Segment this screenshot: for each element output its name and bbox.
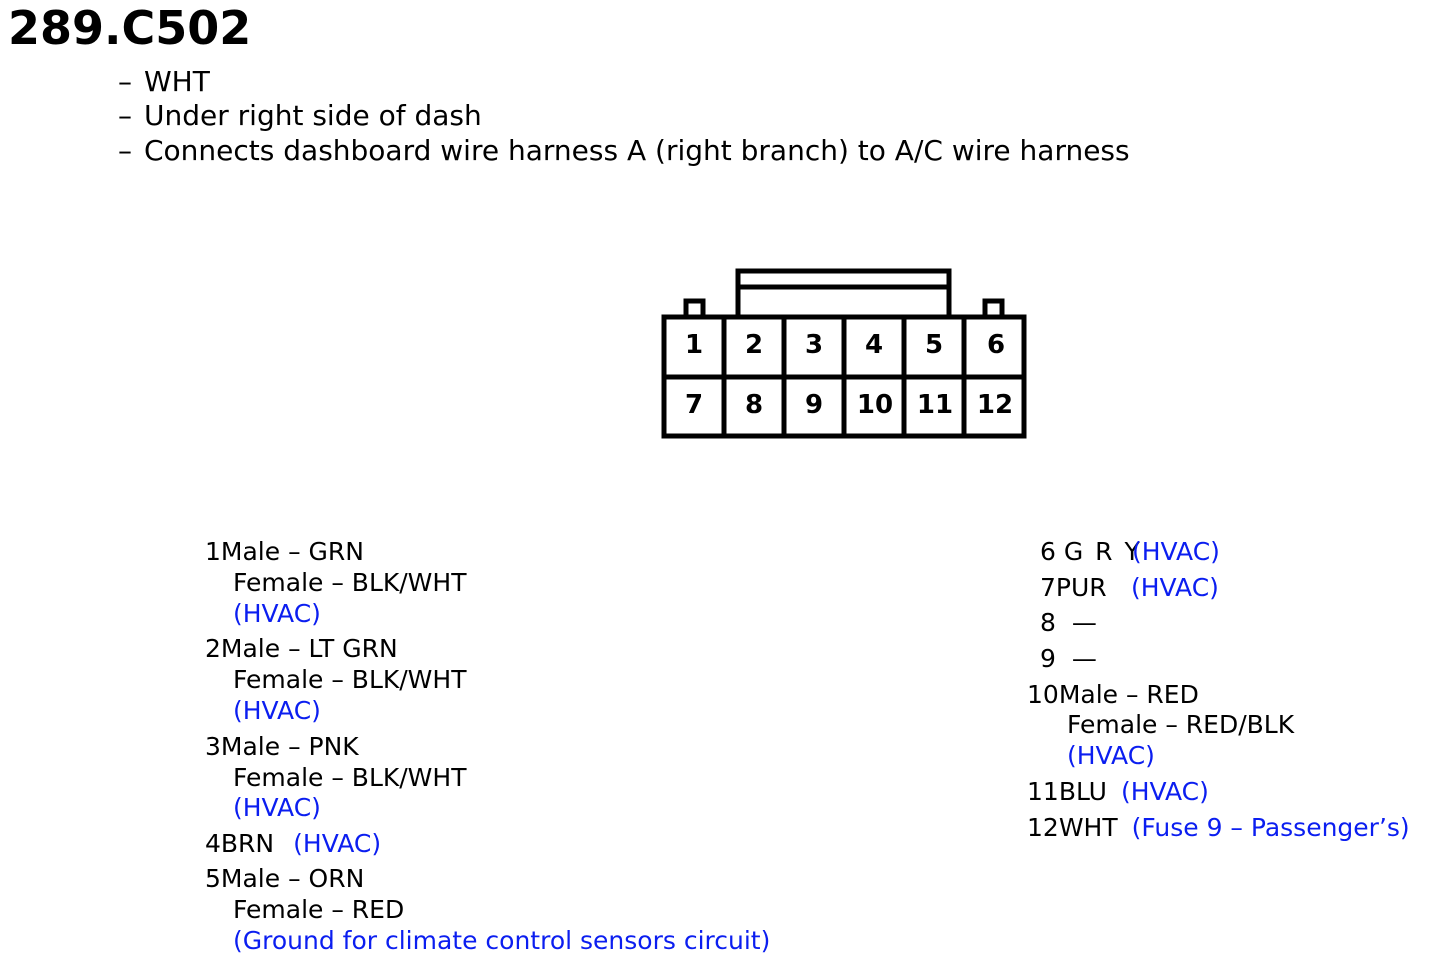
pin-3-line2: Female – BLK/WHT [233, 763, 467, 792]
pin-1-line1: 1Male – GRN [205, 537, 364, 566]
connector-title: 289.C502 [8, 1, 252, 55]
pin-6-line1: 6 G R Y [1040, 537, 1142, 566]
pin-2-line2: Female – BLK/WHT [233, 665, 467, 694]
pin-label-12: 12 [977, 390, 1013, 420]
pin-2-note: (HVAC) [233, 696, 321, 725]
pin-5-line1: 5Male – ORN [205, 864, 365, 893]
pin-4-line1: 4BRN(HVAC) [205, 829, 382, 858]
pin-2-line1: 2Male – LT GRN [205, 634, 398, 663]
pin-7-line1: 7PUR [1040, 573, 1107, 602]
pin-label-1: 1 [685, 330, 703, 360]
pin-label-3: 3 [805, 330, 823, 360]
pin-3-line1: 3Male – PNK [205, 732, 359, 761]
pin-12-line1: 12WHT(Fuse 9 – Passenger’s) [1027, 813, 1410, 842]
pin-5-line2: Female – RED [233, 895, 405, 924]
pin-7-note: (HVAC) [1131, 573, 1219, 602]
connector-latch [735, 268, 952, 320]
pin-10-note: (HVAC) [1067, 741, 1155, 770]
pin-label-11: 11 [917, 390, 953, 420]
pin-label-9: 9 [805, 390, 823, 420]
pin-label-4: 4 [865, 330, 883, 360]
pin-label-7: 7 [685, 390, 703, 420]
pin-label-10: 10 [857, 390, 893, 420]
pin-label-2: 2 [745, 330, 763, 360]
connector-left-ear [683, 298, 706, 317]
pin-label-6: 6 [987, 330, 1005, 360]
pin-1-line2: Female – BLK/WHT [233, 568, 467, 597]
description-line-color: –WHT [118, 65, 210, 98]
pin-9-line1: 9— [1040, 644, 1097, 673]
description-line-location: –Under right side of dash [118, 99, 482, 132]
pin-1-note: (HVAC) [233, 599, 321, 628]
pin-label-5: 5 [925, 330, 943, 360]
pin-label-8: 8 [745, 390, 763, 420]
pin-6-note: (HVAC) [1132, 537, 1220, 566]
connector-right-ear [982, 298, 1005, 317]
pin-5-note: (Ground for climate control sensors circ… [233, 926, 771, 955]
pin-10-line1: 10Male – RED [1027, 680, 1199, 709]
pin-10-line2: Female – RED/BLK [1067, 710, 1295, 739]
pin-11-line1: 11BLU(HVAC) [1027, 777, 1209, 806]
description-line-connects: –Connects dashboard wire harness A (righ… [118, 134, 1130, 167]
pin-3-note: (HVAC) [233, 793, 321, 822]
pin-8-line1: 8— [1040, 608, 1097, 637]
